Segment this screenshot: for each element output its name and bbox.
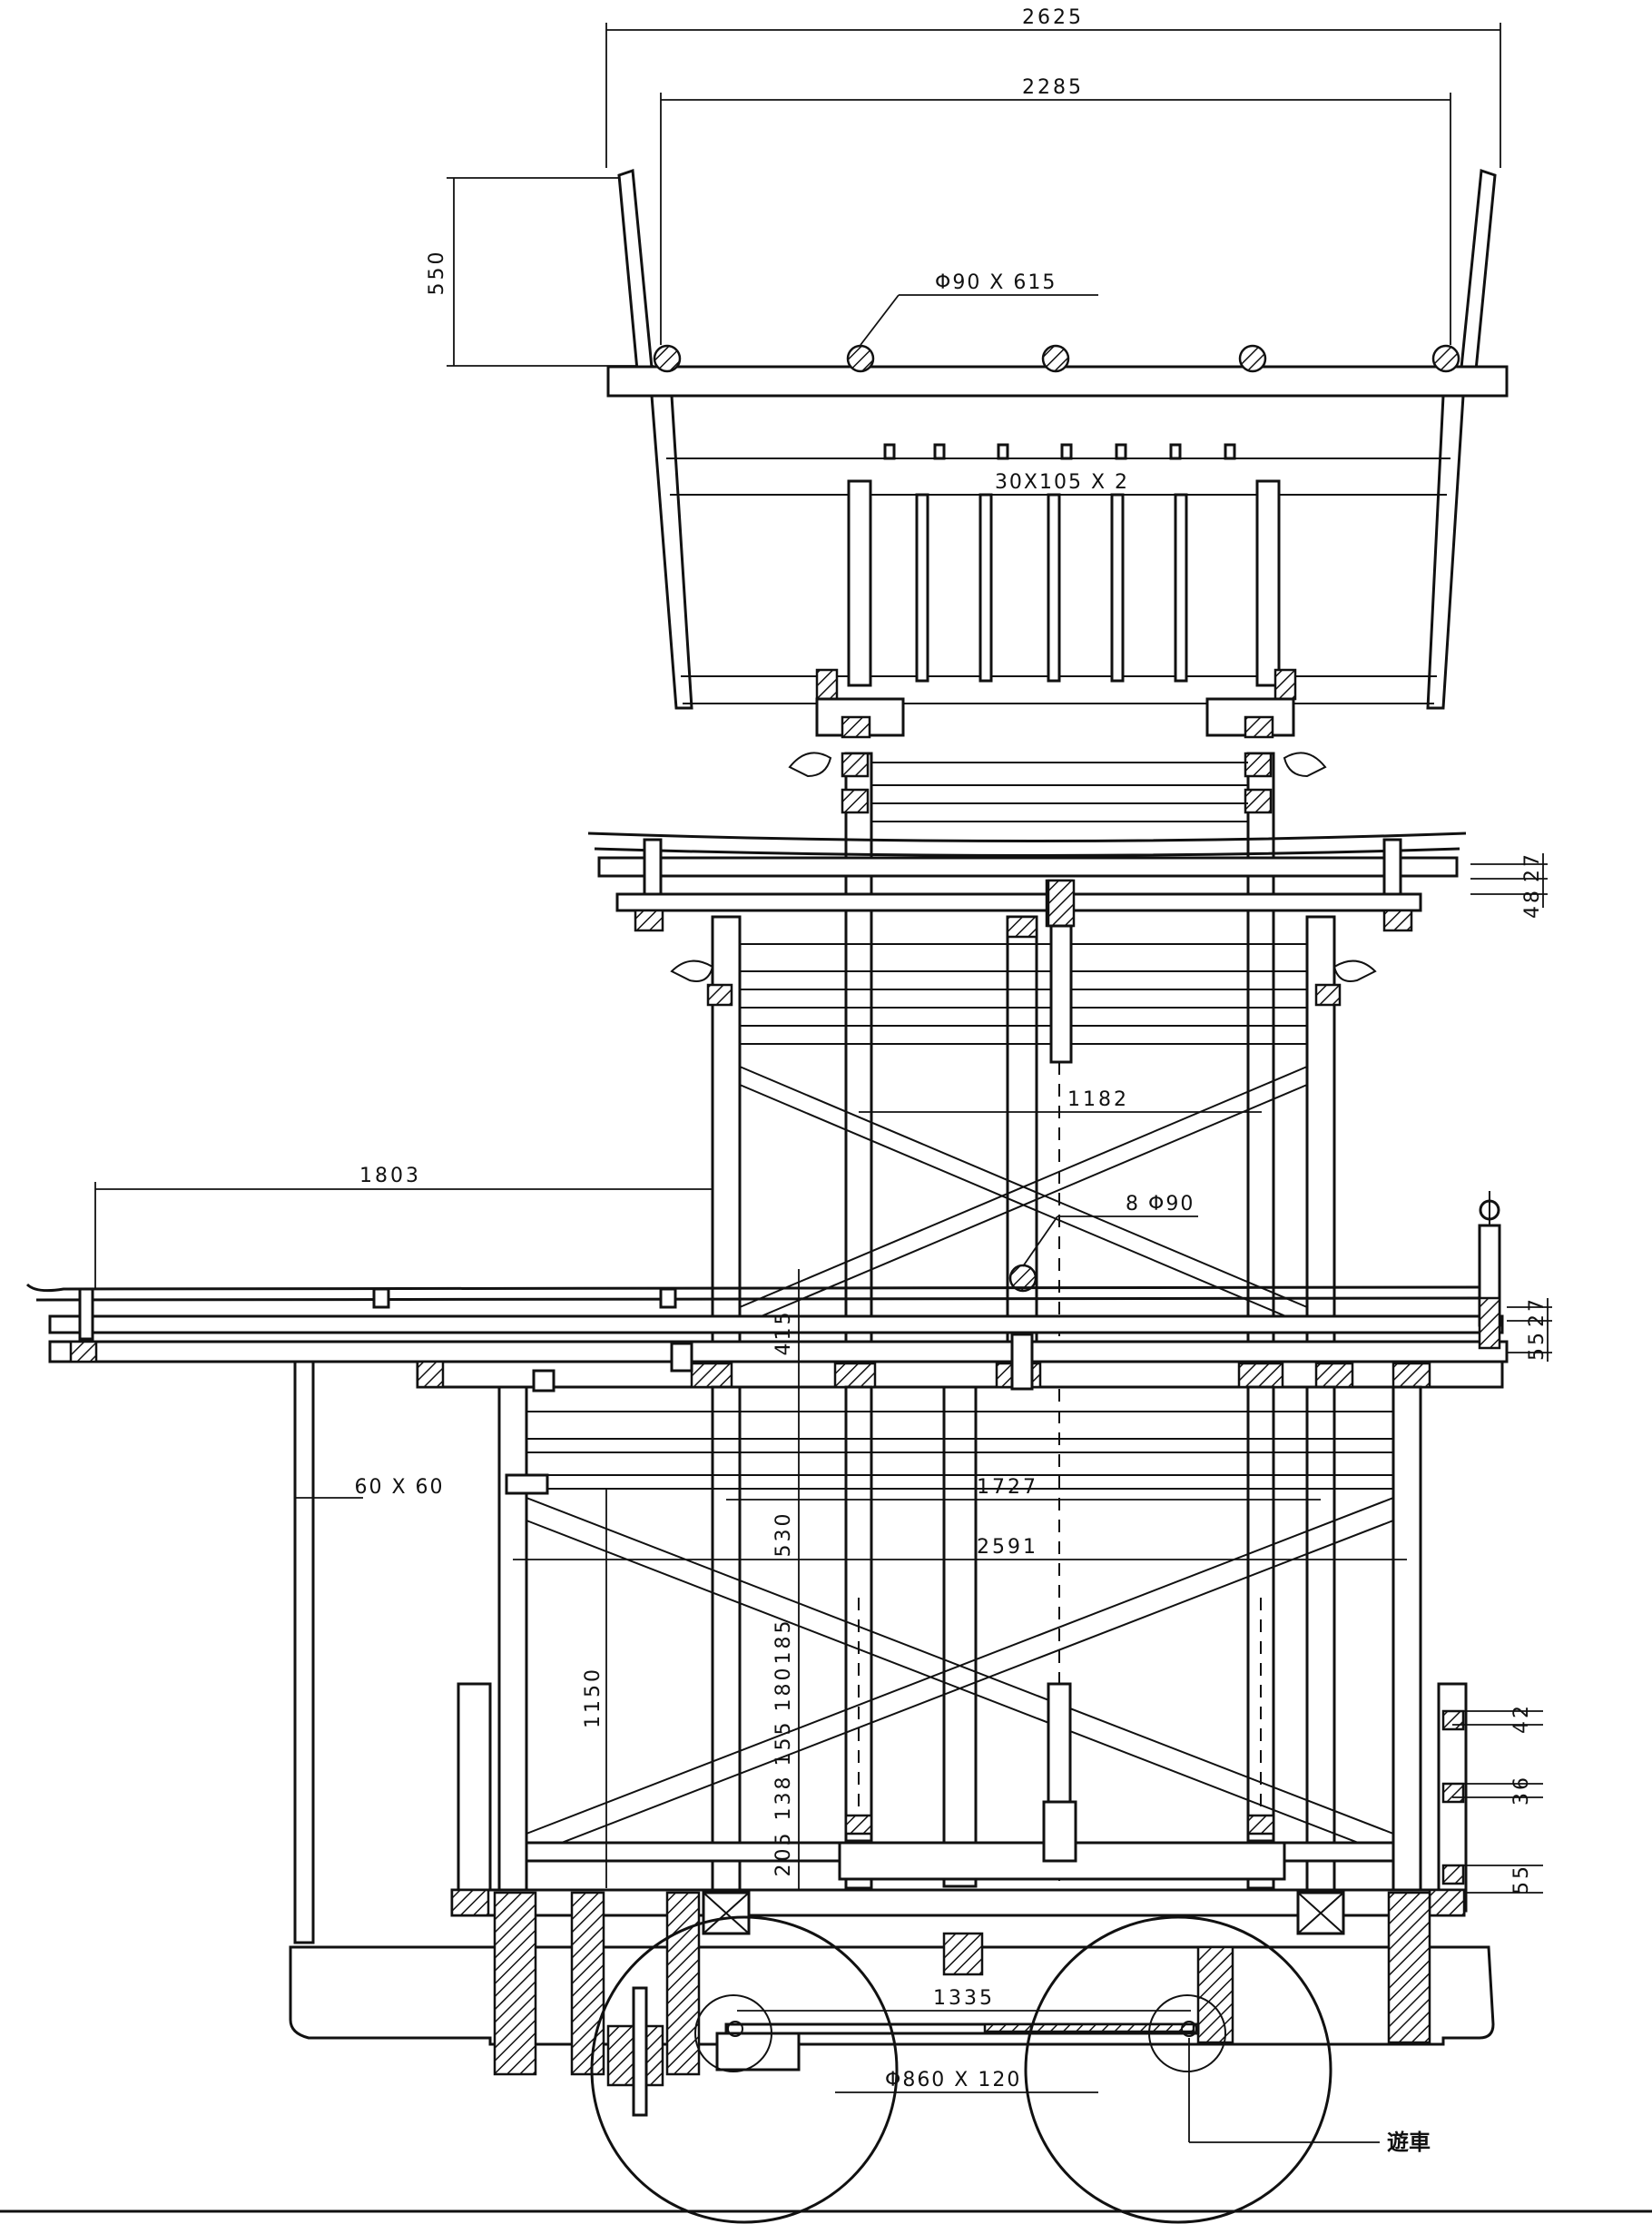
dim-inner-width: 2285 <box>660 76 1451 345</box>
wheels: Φ860 X 120 遊車 <box>590 1915 1431 2224</box>
dim-overall-width: 2625 <box>605 6 1501 168</box>
dim-rail-lower-b: 55 <box>1526 1330 1549 1361</box>
lower-post-right-2 <box>1305 1385 1336 1897</box>
dim-wheel-base: 1335 <box>737 1987 1191 2012</box>
dim-seg-4: 155 <box>772 1720 795 1766</box>
dim-lower-span-outer: 2591 <box>513 1536 1407 1560</box>
dim-overall-width-label: 2625 <box>1022 6 1084 29</box>
lower-post-mid <box>942 1385 978 1888</box>
wheel-left-inner <box>694 1994 772 2072</box>
dim-side-a: 42 <box>1510 1703 1533 1734</box>
wheel-label: 遊車 <box>1387 2130 1431 2155</box>
dim-roof-height: 550 <box>426 177 654 367</box>
dim-seg-1: 530 <box>772 1511 795 1558</box>
dim-deck-rail: 27 55 <box>1507 1296 1552 1362</box>
dim-side-b: 36 <box>1510 1775 1533 1806</box>
dim-lower-span-outer-label: 2591 <box>977 1536 1038 1559</box>
chassis: 1335 <box>289 1888 1495 2117</box>
dim-upper-span: 1182 <box>859 1088 1262 1113</box>
dim-seg-0: 415 <box>772 1310 795 1356</box>
dim-upper-span-label: 1182 <box>1067 1088 1129 1111</box>
roof-right-strut <box>1426 394 1465 710</box>
roof-purlins <box>653 344 1460 373</box>
mid-pole-count-label: 8 <box>1126 1193 1140 1215</box>
lower-post-right <box>1391 1385 1422 1897</box>
roof-left-board <box>617 168 654 372</box>
dim-lower-span-inner: 1727 <box>726 1476 1321 1501</box>
deck-rail-1 <box>48 1314 1504 1334</box>
dim-side-right: 42 36 55 <box>1452 1703 1543 1894</box>
dim-rail-upper-b: 48 <box>1521 888 1544 919</box>
wheel-right-inner <box>1148 1994 1226 2072</box>
lower-post-left-2 <box>711 1385 742 1897</box>
lower-tier: 60 X 60 1727 2591 1150 415 530 185 180 1… <box>293 1269 1543 1944</box>
lower-hanging-pole <box>1047 1682 1072 1804</box>
cross-box-right <box>1296 1891 1345 1935</box>
stay-size-label: 60 X 60 <box>354 1476 444 1499</box>
dim-seg-5: 138 <box>772 1775 795 1821</box>
dim-column-segments: 415 530 185 180 155 138 205 <box>772 1269 800 1893</box>
dim-upper-rail: 27 48 <box>1470 851 1548 919</box>
dim-rail-upper-a: 27 <box>1521 851 1544 882</box>
left-stay <box>457 1682 492 1913</box>
roof-right-board <box>1460 168 1497 372</box>
wheel-spec-label: Φ860 X 120 <box>885 2069 1021 2091</box>
middle-eave-rail <box>597 856 1459 878</box>
middle-eave-rail-2 <box>615 892 1422 912</box>
wheel-right <box>1024 1915 1332 2224</box>
dim-roof-height-label: 550 <box>426 250 448 296</box>
lower-post-inner-right <box>1246 1385 1275 1843</box>
dim-side-c: 55 <box>1510 1864 1533 1894</box>
dim-side-extension-label: 1803 <box>359 1165 421 1187</box>
roof-slats <box>847 443 1281 687</box>
lower-post-inner-left <box>844 1385 873 1843</box>
lower-post-far-left <box>293 1360 315 1944</box>
roof-pole-label: Φ90 X 615 <box>935 271 1057 294</box>
lower-post-left <box>497 1385 528 1897</box>
dim-post-height-label: 1150 <box>582 1667 605 1728</box>
dim-lower-span-inner-label: 1727 <box>977 1476 1038 1499</box>
dim-rail-lower-a: 27 <box>1526 1296 1549 1327</box>
axle-block-left <box>715 2032 801 2071</box>
dim-wheel-base-label: 1335 <box>933 1987 995 2010</box>
dim-inner-width-label: 2285 <box>1022 76 1084 99</box>
rafter-spec-label: 30X105 X 2 <box>995 471 1129 494</box>
cross-box-left <box>702 1891 751 1935</box>
dim-seg-3: 180 <box>772 1666 795 1712</box>
roof-left-strut <box>650 394 693 710</box>
mid-pole-dia-label: Φ90 <box>1148 1193 1195 1215</box>
roof: 2625 2285 550 Φ90 X 615 <box>426 6 1509 778</box>
dim-side-extension: 1803 <box>94 1165 713 1289</box>
dim-post-height: 1150 <box>582 1489 607 1888</box>
dim-seg-2: 185 <box>772 1619 795 1665</box>
middle-deck: 1803 27 55 <box>25 1165 1552 1392</box>
wheel-left <box>590 1915 899 2224</box>
hanging-pole <box>1049 924 1073 1064</box>
roof-brackets <box>788 668 1327 778</box>
dim-seg-6: 205 <box>772 1831 795 1877</box>
